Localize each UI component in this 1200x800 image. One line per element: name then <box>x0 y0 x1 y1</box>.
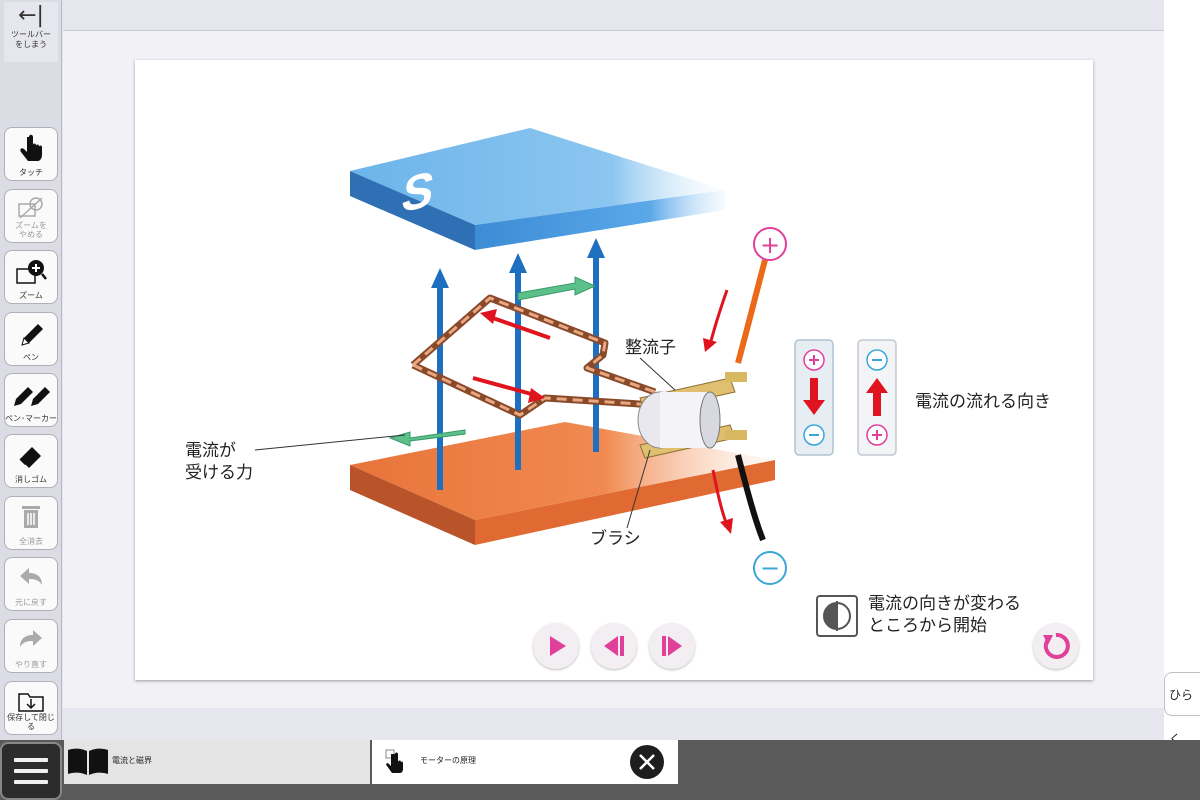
redo-button[interactable]: やり直す <box>4 619 58 673</box>
pen-icon <box>21 324 43 346</box>
play-button[interactable] <box>533 623 579 669</box>
pen-marker-button[interactable]: ペン･マーカー <box>4 373 58 427</box>
pen-label: ペン <box>23 353 39 362</box>
redo-label: やり直す <box>15 660 47 669</box>
current-direction-legend <box>794 339 897 456</box>
force-label-2: 受ける力 <box>185 463 253 482</box>
magnet-n-letter: N <box>302 466 347 535</box>
trash-icon <box>22 506 40 528</box>
pen-button[interactable]: ペン <box>4 312 58 366</box>
redo-arrow-icon <box>20 630 42 647</box>
motor-diagram: S N <box>254 128 897 585</box>
hamburger-icon <box>14 758 48 762</box>
current-direction-label: 電流の流れる向き <box>915 392 1051 411</box>
reset-icon <box>1043 632 1070 659</box>
hand-pointer-icon-small <box>385 749 403 773</box>
zoom-button[interactable]: ズーム <box>4 250 58 304</box>
field-lines <box>431 238 605 490</box>
zoom-off-icon <box>18 197 43 219</box>
hide-toolbar-label-2: をしまう <box>15 40 47 49</box>
step-forward-icon <box>662 636 682 656</box>
pen-marker-label: ペン･マーカー <box>5 414 57 423</box>
save-close-label: 保存して閉じる <box>7 713 55 731</box>
pen-marker-icon <box>14 387 50 406</box>
tab-1-label: 電流と磁界 <box>112 756 152 765</box>
clear-all-button[interactable]: 全消去 <box>4 496 58 550</box>
zoom-in-icon <box>16 260 47 284</box>
reverse-start-label-1: 電流の向きが変わる <box>868 594 1021 613</box>
save-close-button[interactable]: 保存して閉じる <box>4 681 58 735</box>
hide-toolbar-button[interactable]: ←| ツールバー をしまう <box>4 2 58 62</box>
zoom-label: ズーム <box>19 291 43 300</box>
clear-all-label: 全消去 <box>19 537 43 546</box>
step-back-icon <box>604 636 624 656</box>
step-forward-button[interactable] <box>649 623 695 669</box>
brush-label: ブラシ <box>590 529 641 548</box>
menu-button[interactable] <box>0 742 62 800</box>
terminal-plus-sign: + <box>760 231 780 259</box>
coil <box>410 294 657 419</box>
top-strip <box>63 0 1164 30</box>
left-toolbar: ←| ツールバー をしまう タッチ ズームをやめる ズーム ペ <box>0 0 62 740</box>
eraser-label: 消しゴム <box>15 475 47 484</box>
slide-canvas: S N <box>135 60 1093 680</box>
eraser-icon <box>19 447 41 468</box>
half-circle-icon <box>823 601 851 631</box>
close-icon <box>639 754 655 770</box>
terminal-plus-icon <box>753 227 787 261</box>
tab-motor-principle[interactable]: モーターの原理 <box>372 740 678 784</box>
hand-pointer-icon <box>20 134 42 161</box>
commutator-label: 整流子 <box>625 338 676 357</box>
tab-electric-magnetic[interactable]: 電流と磁界 <box>64 740 370 784</box>
hamburger-bar-3 <box>14 780 48 784</box>
terminal-minus-icon <box>753 551 787 585</box>
zoom-stop-button[interactable]: ズームをやめる <box>4 189 58 243</box>
reset-button[interactable] <box>1033 623 1079 669</box>
right-panel <box>1164 0 1200 740</box>
zoom-stop-label-2: やめる <box>19 230 43 239</box>
reverse-start-toggle[interactable] <box>816 595 858 637</box>
hide-toolbar-label: ツールバー <box>11 30 51 39</box>
touch-tool-button[interactable]: タッチ <box>4 127 58 181</box>
open-panel-button[interactable]: ひらく <box>1164 672 1200 746</box>
play-icon <box>550 636 566 656</box>
close-tab-button[interactable] <box>630 745 664 779</box>
zoom-stop-label-1: ズームを <box>15 221 47 230</box>
force-label: 電流が 受ける力 <box>185 440 253 484</box>
reverse-start-label: 電流の向きが変わる ところから開始 <box>868 593 1021 637</box>
commutator <box>637 372 747 459</box>
reverse-start-label-2: ところから開始 <box>868 616 987 635</box>
folder-download-icon <box>18 693 44 712</box>
terminal-minus-sign: − <box>760 554 780 582</box>
step-back-button[interactable] <box>591 623 637 669</box>
tab-2-label: モーターの原理 <box>420 756 476 765</box>
undo-button[interactable]: 元に戻す <box>4 557 58 611</box>
undo-label: 元に戻す <box>15 598 47 607</box>
arrow-left-bar-icon: ←| <box>18 3 44 28</box>
book-icon <box>68 748 108 775</box>
eraser-button[interactable]: 消しゴム <box>4 434 58 488</box>
force-label-1: 電流が <box>185 441 236 460</box>
undo-arrow-icon <box>20 568 42 585</box>
touch-label: タッチ <box>19 168 43 177</box>
magnet-s <box>350 128 725 250</box>
zoom-stop-label: ズームをやめる <box>5 221 57 239</box>
current-arrows <box>472 309 551 403</box>
force-arrows <box>388 276 597 447</box>
hamburger-bar-2 <box>14 769 48 773</box>
